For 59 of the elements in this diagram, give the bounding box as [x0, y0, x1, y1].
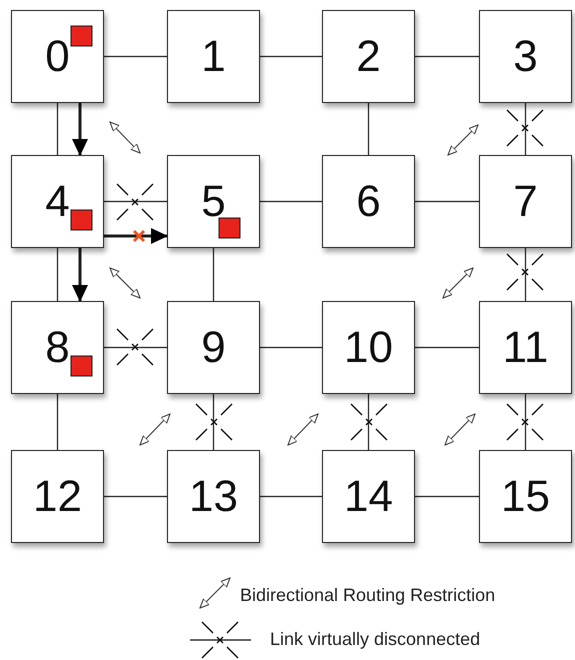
- link-line: [260, 56, 322, 58]
- arrow: [72, 103, 88, 156]
- link-line: [524, 394, 526, 450]
- link-line: [260, 346, 322, 348]
- router-box: [322, 450, 415, 543]
- legend-label: Bidirectional Routing Restriction: [240, 585, 496, 606]
- router-box: [479, 155, 572, 248]
- node-number: 15: [501, 472, 550, 522]
- link-line: [415, 346, 479, 348]
- link-line: [260, 200, 322, 202]
- link-line: [524, 248, 526, 301]
- router-box: [167, 10, 260, 103]
- node-number: 5: [201, 176, 226, 226]
- node-number: 2: [356, 32, 381, 82]
- router-box: [11, 450, 104, 543]
- node-number: 9: [201, 322, 226, 372]
- router-box: [11, 155, 104, 248]
- link-line: [56, 394, 58, 450]
- link-line: [524, 103, 526, 155]
- router-box: [479, 450, 572, 543]
- router-box: [322, 301, 415, 394]
- router-box: [11, 10, 104, 103]
- arrow: [72, 248, 88, 302]
- link-line: [104, 346, 167, 348]
- node-number: 0: [45, 32, 70, 82]
- link-line: [56, 103, 58, 155]
- router-box: [322, 155, 415, 248]
- router-box: [11, 301, 104, 394]
- link-line: [415, 200, 479, 202]
- link-line: [56, 248, 58, 301]
- arrow: [104, 228, 168, 244]
- node-number: 12: [33, 472, 82, 522]
- node-number: 14: [344, 472, 393, 522]
- link-line: [368, 394, 370, 450]
- router-box: [167, 155, 260, 248]
- legend-label: Link virtually disconnected: [270, 629, 480, 650]
- node-number: 8: [45, 322, 70, 372]
- router-box: [479, 301, 572, 394]
- link-line: [104, 496, 167, 498]
- link-line: [104, 56, 167, 58]
- router-box: [322, 10, 415, 103]
- router-box: [167, 301, 260, 394]
- router-box: [167, 450, 260, 543]
- link-line: [212, 248, 214, 301]
- link-line: [415, 56, 479, 58]
- node-number: 11: [502, 322, 548, 372]
- node-number: 4: [45, 176, 70, 226]
- link-line: [368, 103, 370, 155]
- link-line: [212, 394, 214, 450]
- node-number: 6: [356, 176, 381, 226]
- node-number: 10: [344, 322, 393, 372]
- link-line: [260, 496, 322, 498]
- node-number: 1: [201, 32, 226, 82]
- router-box: [479, 10, 572, 103]
- link-line: [415, 496, 479, 498]
- node-number: 3: [513, 32, 538, 82]
- node-number: 13: [189, 472, 238, 522]
- link-line: [104, 200, 167, 202]
- node-number: 7: [513, 176, 538, 226]
